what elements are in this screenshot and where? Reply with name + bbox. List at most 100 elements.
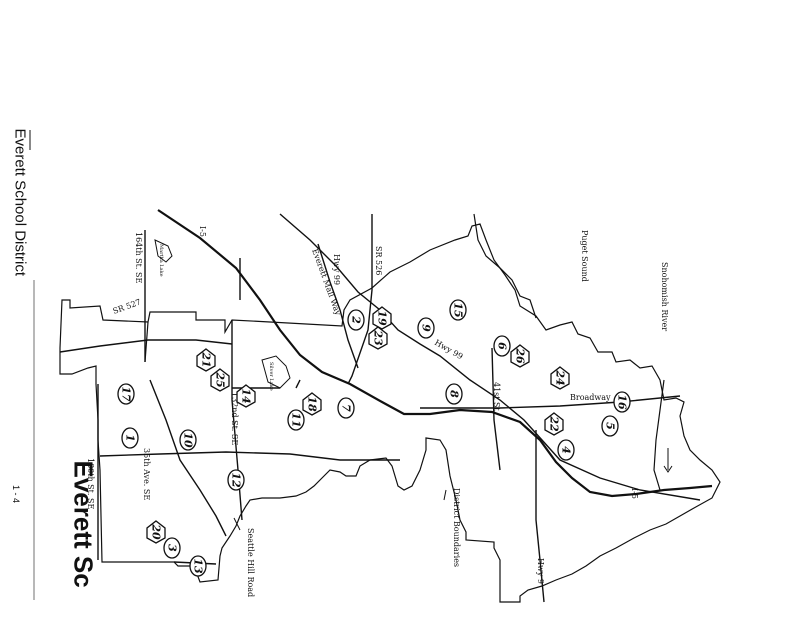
everett-mall-way-route	[317, 243, 359, 369]
school-marker-16: 16	[613, 391, 631, 413]
broadway-label: Broadway	[570, 393, 611, 402]
school-marker-shape	[179, 429, 197, 451]
school-marker-21: 21	[196, 348, 216, 372]
school-marker-number: 2	[350, 315, 363, 324]
35th-ave-route	[99, 451, 400, 461]
lake-b-shape	[261, 355, 291, 389]
school-marker-number: 25	[214, 371, 227, 387]
school-marker-shape	[445, 383, 463, 405]
school-marker-5: 5	[601, 415, 619, 437]
sr527-route	[59, 339, 233, 353]
school-marker-number: 15	[452, 302, 465, 317]
school-marker-17: 17	[117, 383, 135, 405]
school-marker-shape	[557, 439, 575, 461]
school-marker-number: 16	[616, 394, 629, 410]
school-marker-number: 21	[200, 351, 213, 367]
school-marker-number: 5	[604, 422, 617, 430]
school-marker-13: 13	[189, 555, 207, 577]
school-marker-shape	[227, 469, 245, 491]
i5-north-label: I-5	[198, 226, 207, 237]
school-marker-8: 8	[445, 383, 463, 405]
school-marker-1: 1	[121, 427, 139, 449]
school-marker-shape	[510, 344, 530, 368]
hwy9-route	[535, 430, 545, 603]
district-boundary	[59, 223, 721, 603]
school-marker-number: 3	[166, 544, 179, 552]
school-marker-7: 7	[337, 397, 355, 419]
sr526-route	[347, 214, 373, 385]
school-marker-number: 9	[420, 324, 433, 332]
school-marker-2: 2	[347, 309, 365, 331]
district-boundaries-label: District Boundaries	[452, 488, 461, 567]
school-marker-20: 20	[146, 520, 166, 544]
school-marker-shape	[121, 427, 139, 449]
school-marker-number: 8	[448, 390, 461, 398]
school-marker-number: 4	[560, 446, 573, 454]
school-marker-shape	[368, 326, 388, 350]
school-marker-number: 22	[548, 415, 561, 432]
hwy99-label: Hwy 99	[332, 254, 341, 285]
i5-south-label: I-5	[630, 488, 639, 499]
lake-a-label: Martha Lake	[158, 244, 164, 277]
school-marker-shape	[163, 537, 181, 559]
school-marker-number: 17	[120, 386, 133, 402]
school-marker-number: 1	[124, 434, 137, 442]
school-marker-23: 23	[368, 326, 388, 350]
school-marker-9: 9	[417, 317, 435, 339]
school-marker-4: 4	[557, 439, 575, 461]
school-marker-shape	[236, 384, 256, 408]
school-marker-6: 6	[493, 335, 511, 357]
132nd-street-route	[231, 320, 243, 521]
snohomish-river-label: Snohomish River	[660, 262, 669, 331]
seattle-hill-arrow	[233, 517, 241, 531]
seattle-hill-road-label: Seattle Hill Road	[246, 528, 255, 597]
school-marker-shape	[196, 348, 216, 372]
school-marker-number: 10	[182, 432, 195, 448]
lake-b-label: Silver Lake	[268, 362, 274, 391]
school-marker-number: 19	[376, 310, 389, 326]
school-marker-number: 24	[554, 369, 567, 385]
seattle-hill-road-route	[149, 379, 227, 537]
hwy99-lower-label: Hwy 99	[433, 338, 464, 361]
hwy9-label: Hwy 9	[536, 558, 545, 584]
41st-street-route	[491, 347, 501, 471]
school-marker-25: 25	[210, 368, 230, 392]
snohomish-river-channel	[653, 379, 665, 491]
school-markers: 1234567891011121314151617181920212223242…	[117, 299, 631, 577]
school-marker-10: 10	[179, 429, 197, 451]
school-marker-shape	[544, 412, 564, 436]
school-marker-12: 12	[227, 469, 245, 491]
school-marker-number: 14	[240, 388, 253, 403]
180th-street-label: 180th St. SE	[86, 458, 95, 509]
school-marker-shape	[449, 299, 467, 321]
school-marker-shape	[287, 409, 305, 431]
school-marker-number: 6	[496, 342, 509, 350]
35th-ave-label: 35th Ave. SE	[142, 448, 151, 500]
broadway-route	[420, 395, 681, 409]
school-marker-number: 23	[372, 329, 385, 346]
school-marker-18: 18	[302, 392, 322, 416]
school-marker-number: 20	[150, 523, 163, 540]
school-marker-shape	[417, 317, 435, 339]
school-marker-shape	[601, 415, 619, 437]
school-marker-26: 26	[510, 344, 530, 368]
i5-route	[157, 209, 713, 498]
school-marker-shape	[550, 366, 570, 390]
school-marker-number: 26	[514, 347, 527, 364]
school-marker-22: 22	[544, 412, 564, 436]
hwy99-route	[279, 213, 701, 501]
school-marker-shape	[337, 397, 355, 419]
school-marker-shape	[210, 368, 230, 392]
41st-street-label: 41st St.	[492, 382, 501, 413]
lake-a-shape	[154, 239, 173, 263]
school-marker-shape	[189, 555, 207, 577]
school-marker-shape	[302, 392, 322, 416]
school-marker-number: 12	[230, 472, 243, 488]
school-marker-number: 11	[290, 412, 303, 427]
school-marker-19: 19	[372, 306, 392, 330]
school-marker-15: 15	[449, 299, 467, 321]
school-marker-number: 7	[340, 404, 353, 412]
school-marker-shape	[372, 306, 392, 330]
puget-sound-shore	[473, 213, 537, 319]
